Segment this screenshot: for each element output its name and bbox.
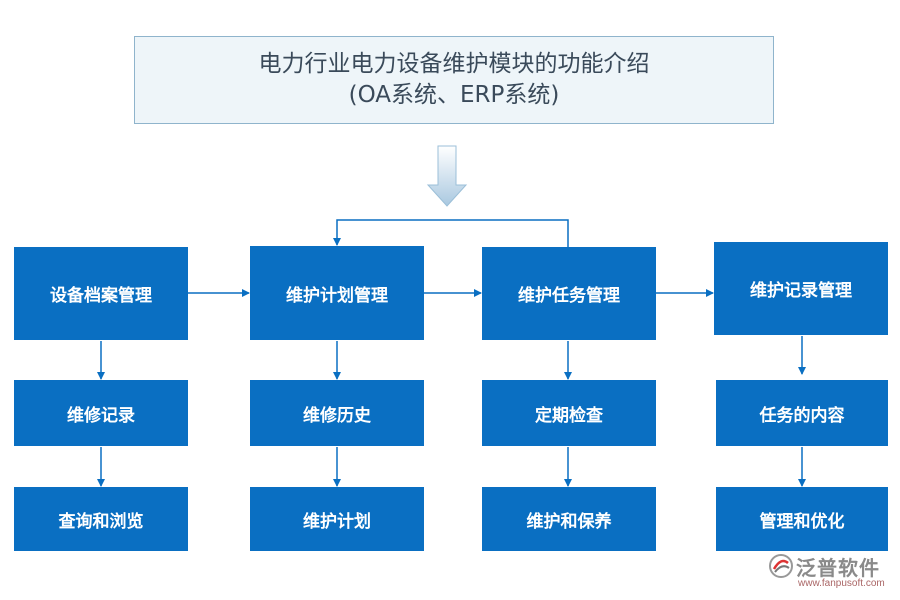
box-manage-optimize: 管理和优化 <box>716 487 888 551</box>
box-query-browse: 查询和浏览 <box>14 487 188 551</box>
box-periodic-check: 定期检查 <box>482 380 656 446</box>
title-box: 电力行业电力设备维护模块的功能介绍 (OA系统、ERP系统) <box>134 36 774 124</box>
box-task-content: 任务的内容 <box>716 380 888 446</box>
title-line-2: (OA系统、ERP系统) <box>348 82 560 108</box>
brand-logo-icon <box>769 554 793 578</box>
box-repair-record: 维修记录 <box>14 380 188 446</box>
title-line-1: 电力行业电力设备维护模块的功能介绍 <box>258 51 650 77</box>
watermark-url: www.fanpusoft.com <box>798 578 885 589</box>
box-maintain-upkeep: 维护和保养 <box>482 487 656 551</box>
box-maintenance-task: 维护任务管理 <box>482 247 656 340</box>
loop-connector <box>333 219 569 247</box>
box-maintenance-record: 维护记录管理 <box>714 242 888 335</box>
box-equipment-archive: 设备档案管理 <box>14 247 188 340</box>
title-down-arrow <box>426 145 468 207</box>
box-maintain-plan: 维护计划 <box>250 487 424 551</box>
watermark-name: 泛普软件 <box>796 556 880 580</box>
box-repair-history: 维修历史 <box>250 380 424 446</box>
box-maintenance-plan: 维护计划管理 <box>250 246 424 340</box>
